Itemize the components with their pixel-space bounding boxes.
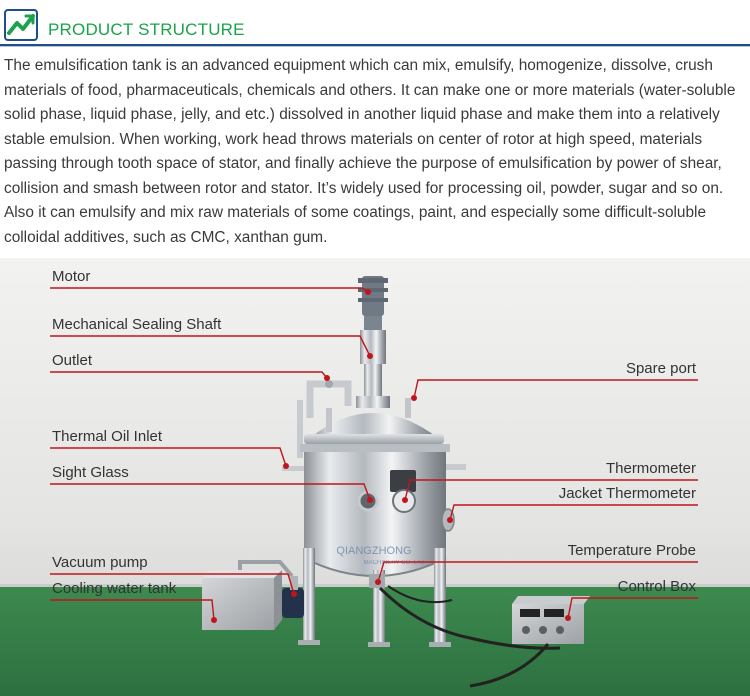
label-thermometer: Thermometer xyxy=(605,460,696,477)
leader-thermal-oil-inlet xyxy=(50,447,287,467)
section-header: PRODUCT STRUCTURE xyxy=(0,0,750,56)
label-vacuum-pump: Vacuum pump xyxy=(52,554,148,571)
section-title: PRODUCT STRUCTURE xyxy=(48,20,245,39)
label-spare-port: Spare port xyxy=(625,360,696,377)
leader-cooling-water-tank xyxy=(50,599,215,621)
leader-temperature-probe xyxy=(377,561,698,583)
tank-logo-icon xyxy=(4,9,38,41)
watermark-text: QIANGZHONG xyxy=(336,545,411,557)
label-mechanical-sealing-shaft: Mechanical Sealing Shaft xyxy=(52,316,222,333)
header-divider-shadow xyxy=(0,46,750,47)
leader-spare-port xyxy=(413,379,698,399)
label-control-box: Control Box xyxy=(617,578,696,595)
label-thermal-oil-inlet: Thermal Oil Inlet xyxy=(52,428,163,445)
leader-sealing-shaft xyxy=(50,335,371,357)
watermark-subtext: MACHINERY CO.,LTD xyxy=(364,560,425,566)
label-outlet: Outlet xyxy=(52,352,93,369)
leader-control-box xyxy=(567,597,698,619)
label-motor: Motor xyxy=(52,268,91,285)
label-temperature-probe: Temperature Probe xyxy=(567,542,696,559)
leader-sight-glass xyxy=(50,483,371,501)
label-cooling-water-tank: Cooling water tank xyxy=(52,580,177,597)
product-description: The emulsification tank is an advanced e… xyxy=(4,57,736,246)
label-sight-glass: Sight Glass xyxy=(52,464,129,481)
leader-thermometer xyxy=(404,479,698,501)
label-jacket-thermometer: Jacket Thermometer xyxy=(558,485,696,502)
leader-vacuum-pump xyxy=(50,573,295,595)
header-divider xyxy=(0,44,750,46)
product-photo: QIANGZHONG MACHINERY CO.,LTD xyxy=(0,258,750,696)
leader-jacket-thermometer xyxy=(449,504,698,521)
